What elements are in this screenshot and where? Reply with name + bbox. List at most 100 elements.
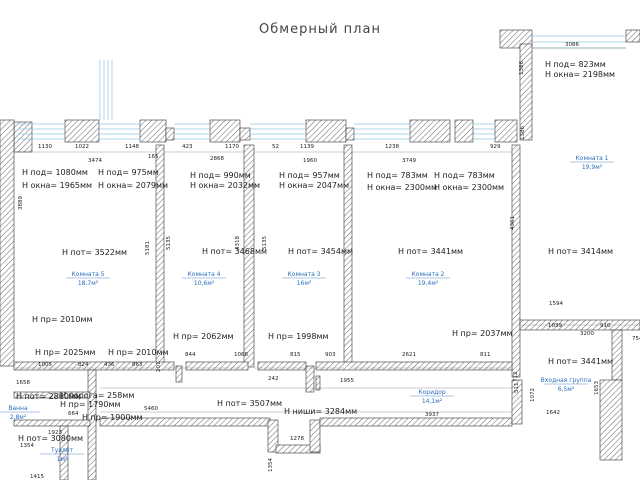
- room-area: 16м²: [297, 280, 312, 287]
- wall-segment: [409, 119, 451, 143]
- dimension-label: 1354: [268, 458, 274, 472]
- dimension-label: 1039: [548, 323, 562, 329]
- dimension-label: 1415: [30, 474, 44, 480]
- wall-segment: [257, 361, 307, 371]
- dimension-label: 3200: [580, 331, 594, 337]
- height-label: Н порога= 258мм: [60, 391, 134, 400]
- dimension-label: 815: [290, 352, 301, 358]
- room-name: Комната 1: [576, 155, 609, 162]
- dimension-label: 5460: [144, 406, 158, 412]
- dimension-label: 1386: [520, 126, 526, 140]
- dimension-label: 3749: [402, 158, 416, 164]
- dimension-label: 436: [104, 362, 115, 368]
- dimension-lines: [14, 47, 640, 413]
- room-name: Коридор: [418, 389, 445, 396]
- wall-segment: [239, 127, 251, 141]
- height-label: Н пр= 2062мм: [173, 332, 234, 341]
- wall-segment: [511, 379, 523, 425]
- height-label: Н окна= 1965мм: [22, 181, 92, 190]
- dimension-label: 5181: [145, 241, 151, 255]
- room-name: Комната 5: [72, 271, 105, 278]
- plan-title: Обмерный план: [259, 22, 381, 37]
- room-area: 14,1м²: [422, 398, 443, 405]
- dimension-label: 1278: [290, 436, 304, 442]
- dimension-label: 165: [148, 154, 159, 160]
- height-label: Н пр= 1900мм: [82, 413, 143, 422]
- dimension-label: 1594: [549, 301, 563, 307]
- dimension-label: 1148: [125, 144, 139, 150]
- room-name: Туалет: [50, 447, 73, 454]
- dimension-label: 1658: [16, 380, 30, 386]
- wall-segment: [13, 419, 91, 427]
- height-label: Н окна= 2300мм: [367, 183, 437, 192]
- dimension-label: 2868: [210, 156, 224, 162]
- wall-segment: [499, 29, 533, 49]
- dimension-label: 1642: [546, 410, 560, 416]
- wall-segment: [519, 43, 533, 141]
- height-label: Н пот= 3080мм: [18, 434, 83, 443]
- room-name: Входная группа: [541, 377, 592, 384]
- height-label: Н пр= 1790мм: [60, 400, 121, 409]
- room-area: 19,9м²: [582, 164, 603, 171]
- height-label: Н пр= 2010мм: [32, 315, 93, 324]
- dimension-label: 811: [480, 352, 491, 358]
- dimension-label: 910: [600, 323, 611, 329]
- wall-segment: [155, 144, 165, 368]
- dimension-label: 824: [78, 362, 89, 368]
- wall-segment: [599, 379, 623, 461]
- height-label: Н окна= 2198мм: [545, 70, 615, 79]
- dimension-label: 52: [272, 144, 279, 150]
- wall-segment: [165, 127, 175, 141]
- wall-segment: [315, 361, 513, 371]
- dimension-label: 1923: [48, 430, 62, 436]
- height-label: Н под= 975мм: [98, 168, 159, 177]
- height-label: Н окна= 2047мм: [279, 181, 349, 190]
- wall-segment: [139, 119, 167, 143]
- wall-segment: [309, 419, 321, 453]
- wall-segment: [243, 144, 255, 368]
- room-area: 1м²: [57, 456, 68, 463]
- wall-segment: [267, 419, 279, 453]
- wall-segment: [345, 127, 355, 141]
- height-label: Н пр= 2037мм: [452, 329, 513, 338]
- height-label: Н пр= 2025мм: [35, 348, 96, 357]
- dimension-label: 1130: [38, 144, 52, 150]
- dimension-label: 844: [185, 352, 196, 358]
- room-area: 6,5м²: [558, 386, 575, 393]
- wall-segment: [343, 144, 353, 368]
- room-name: Ванна: [8, 405, 28, 412]
- height-label: Н окна= 2079мм: [98, 181, 168, 190]
- dimension-label: 929: [490, 144, 501, 150]
- height-label: Н пот= 3522мм: [62, 248, 127, 257]
- dimension-label: 1072: [530, 388, 536, 402]
- wall-segment: [59, 425, 69, 480]
- dimension-label: 1386: [519, 61, 525, 75]
- dimension-label: 754: [632, 336, 640, 342]
- dimension-label: 664: [68, 411, 79, 417]
- dimension-label: 1960: [303, 158, 317, 164]
- height-label: Н пот= 2860мм: [16, 392, 81, 401]
- height-label: Н под= 783мм: [434, 171, 495, 180]
- dimension-label: 2621: [402, 352, 416, 358]
- room-name: Комната 4: [188, 271, 221, 278]
- dimension-label: 4318: [235, 236, 241, 250]
- height-label: Н под= 823мм: [545, 60, 606, 69]
- room-name: Комната 3: [288, 271, 321, 278]
- height-label: Н пот= 3468мм: [202, 247, 267, 256]
- dimension-label: 3086: [565, 42, 579, 48]
- wall-segment: [305, 365, 315, 393]
- dimension-label: 863: [132, 362, 143, 368]
- height-label: Н ниши= 3284мм: [284, 407, 357, 416]
- dimension-label: 242: [268, 376, 279, 382]
- dimension-label: 1005: [38, 362, 52, 368]
- wall-segment: [209, 119, 241, 143]
- height-label: Н пот= 3441мм: [398, 247, 463, 256]
- height-label: Н окна= 2300мм: [434, 183, 504, 192]
- room-name: Комната 2: [412, 271, 445, 278]
- height-label: Н пр= 2010мм: [108, 348, 169, 357]
- dimension-label: 1238: [385, 144, 399, 150]
- dimension-label: 1955: [340, 378, 354, 384]
- wall-segment: [13, 391, 91, 399]
